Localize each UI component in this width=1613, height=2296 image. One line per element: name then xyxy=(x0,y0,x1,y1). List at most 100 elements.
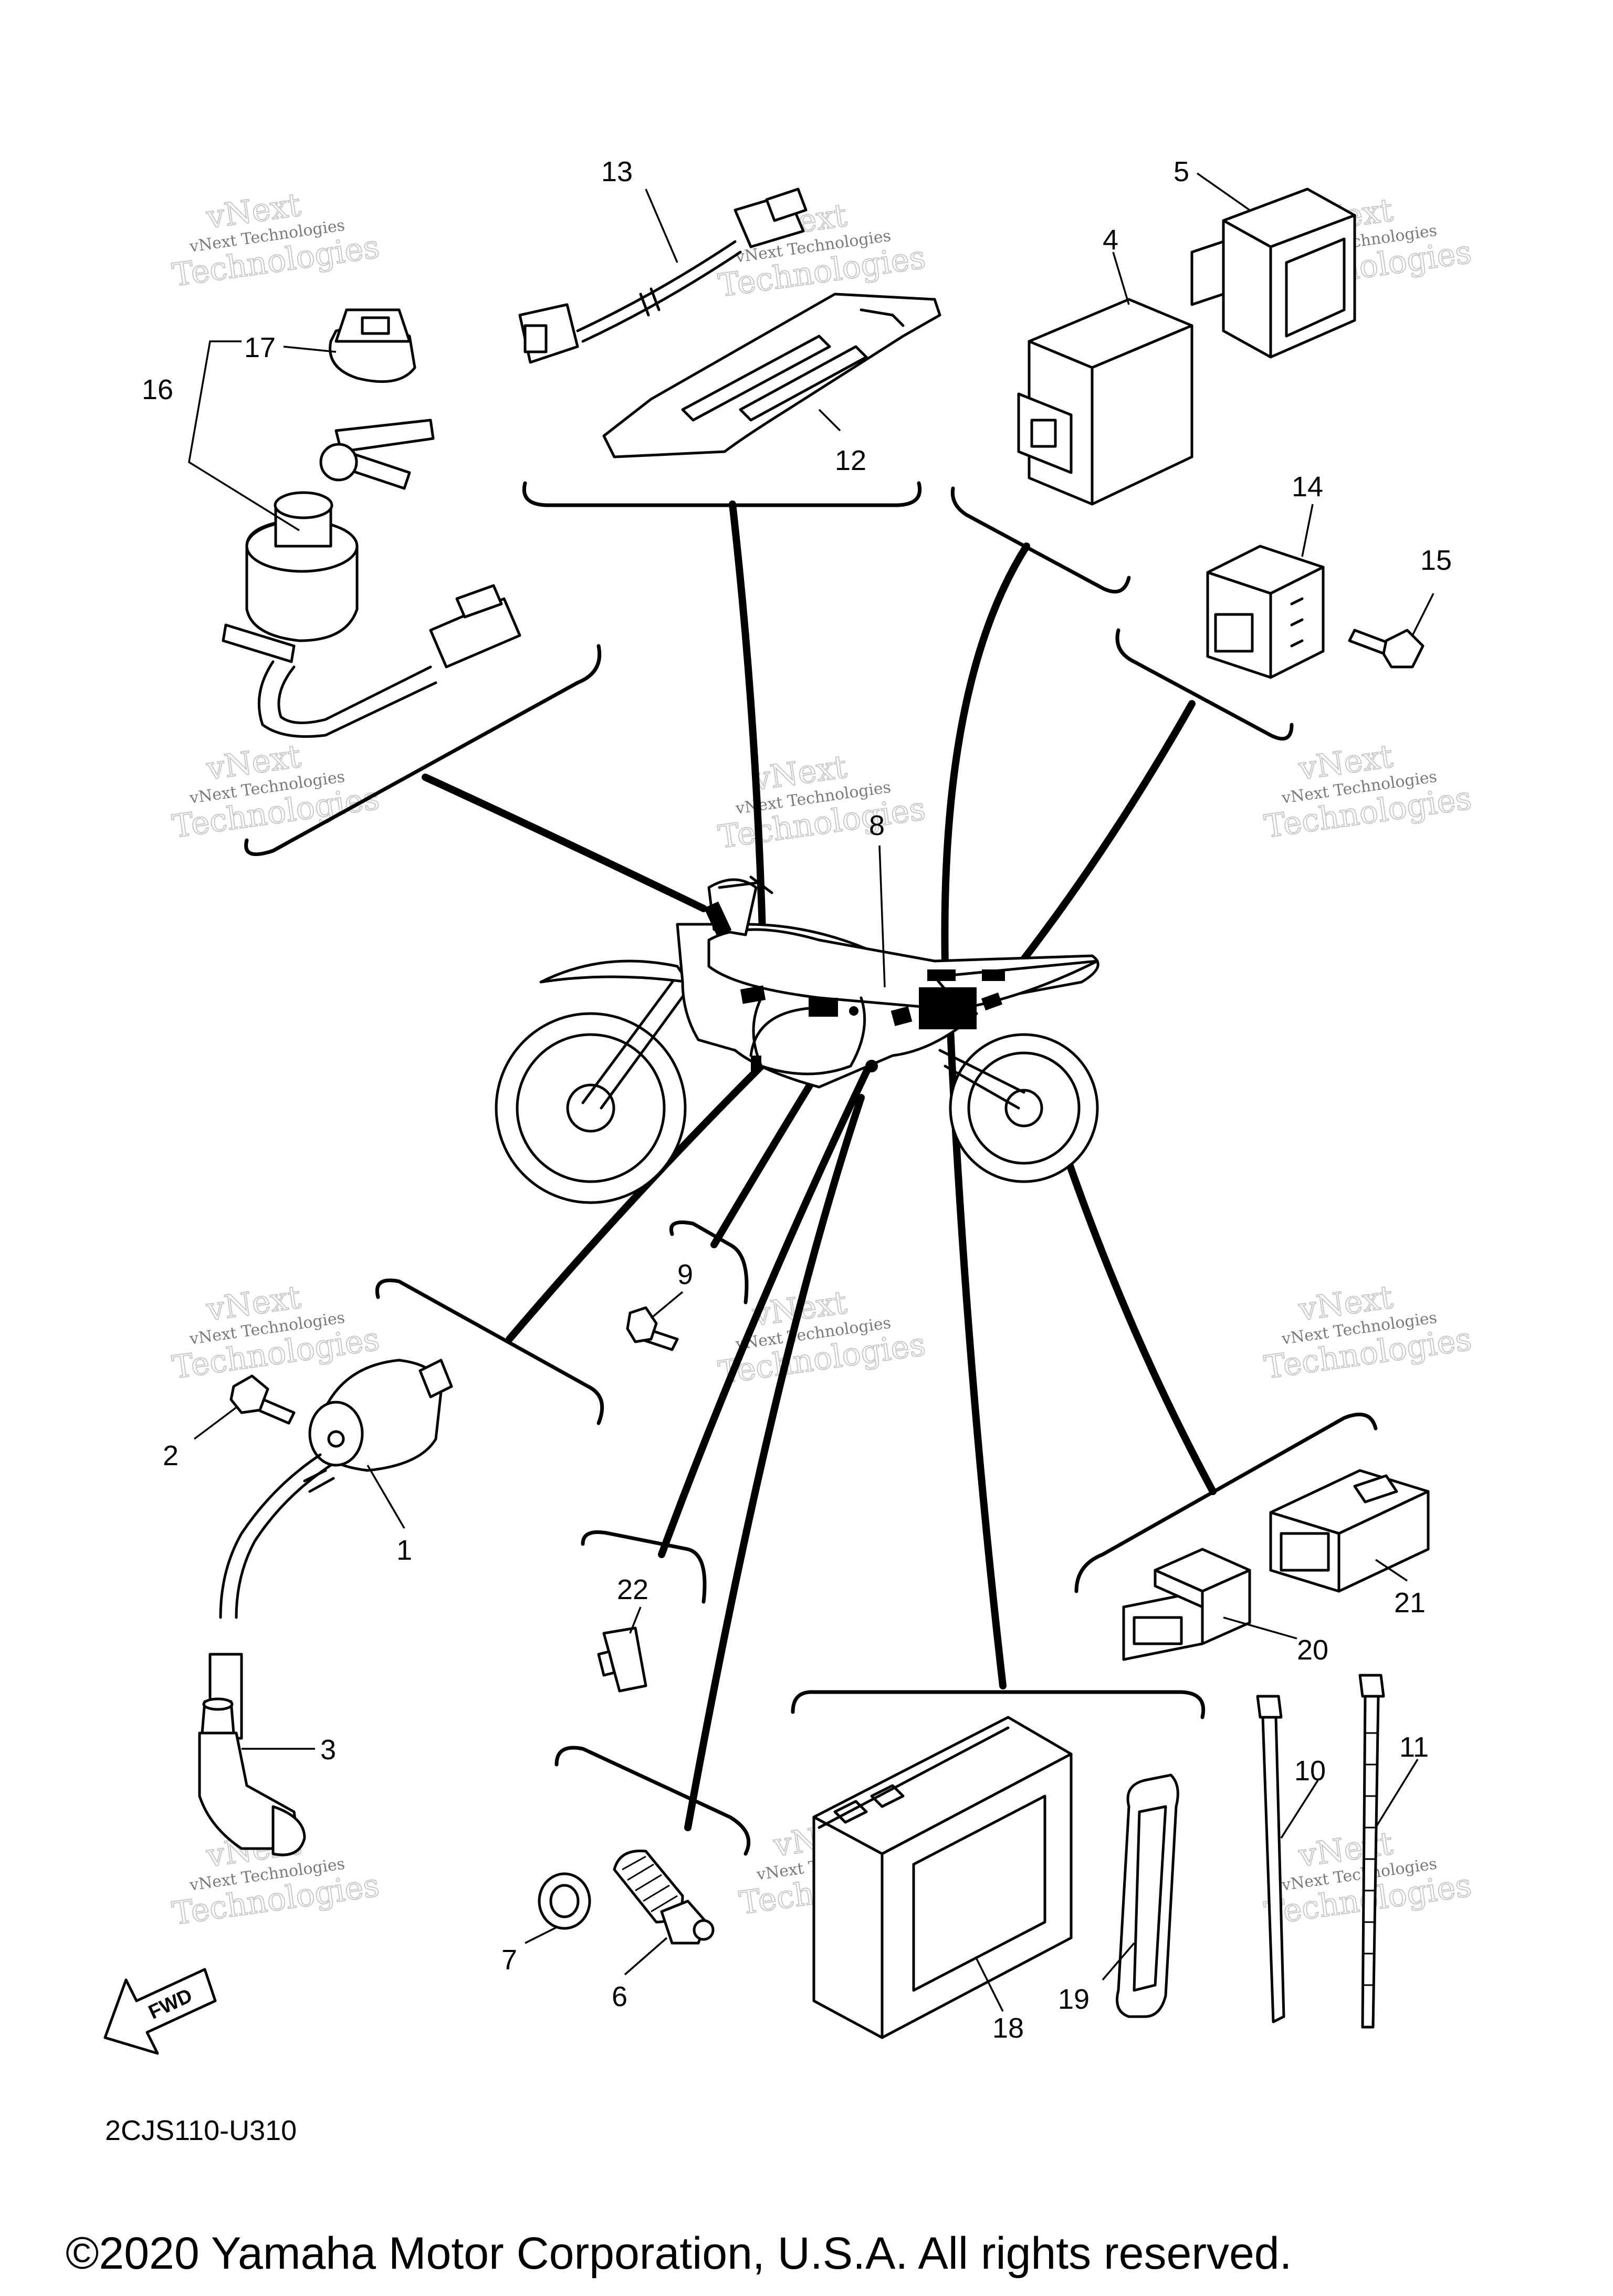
bracket-18 xyxy=(791,1690,1206,1719)
part-bolt-15 xyxy=(1348,629,1425,669)
battery-front xyxy=(812,1815,884,2039)
harness-coupler-right-top xyxy=(765,187,808,222)
leader-15 xyxy=(1411,593,1434,636)
part-coupler-20 xyxy=(1122,1548,1251,1661)
callout-1: 1 xyxy=(396,1535,412,1566)
leader-16 xyxy=(188,340,300,531)
rear-rim xyxy=(967,1051,1081,1165)
bracket-22 xyxy=(581,1530,707,1604)
watermark: vNext vNext Technologies Technologies xyxy=(716,196,928,305)
leader-17 xyxy=(283,346,337,353)
part-bolt-9 xyxy=(626,1306,679,1351)
leader-5 xyxy=(1196,172,1251,211)
sensor-thread-lines xyxy=(622,1855,678,1913)
connecting-wires xyxy=(422,500,1217,1831)
bracket-20 xyxy=(1074,1412,1378,1593)
leader-9 xyxy=(650,1291,684,1319)
fwd-arrow-icon: FWD xyxy=(103,1968,217,2055)
handlebar-grip xyxy=(718,875,773,894)
bracket-6 xyxy=(554,1746,751,1856)
part-sensor-6 xyxy=(613,1849,715,1945)
part-bolt-2 xyxy=(229,1374,296,1425)
tie-11-head xyxy=(1358,1674,1385,1698)
leader-18 xyxy=(976,1958,1004,2012)
wire-clip-22 xyxy=(658,1057,875,1558)
bracket-14 xyxy=(1115,628,1294,741)
wire-sensor xyxy=(684,1094,865,1831)
callout-19: 19 xyxy=(1058,1984,1090,2015)
leader-22 xyxy=(629,1606,642,1634)
part-marker-bolt xyxy=(849,1006,858,1016)
motorcycle-icon xyxy=(495,875,1099,1204)
part-ignition-switch xyxy=(222,308,521,738)
cdi-connector-face xyxy=(1030,419,1057,448)
part-cable-tie-11 xyxy=(1358,1674,1385,2029)
leader-2 xyxy=(193,1406,237,1440)
leader-12 xyxy=(818,409,841,432)
switch-clamp xyxy=(222,623,296,663)
coupler-20-side xyxy=(1201,1569,1251,1645)
bracket-9 xyxy=(669,1220,749,1304)
cap-slot xyxy=(361,316,390,335)
switch-coupler-top xyxy=(455,584,503,619)
part-marker-regulator xyxy=(927,969,956,981)
tie-10-strap xyxy=(1261,1716,1285,2023)
callout-2: 2 xyxy=(163,1440,179,1471)
callout-15: 15 xyxy=(1420,545,1452,576)
switch-barrel-top xyxy=(274,491,333,519)
callout-numbers: 13 12 5 4 14 15 17 16 8 9 2 1 3 22 7 6 1… xyxy=(142,156,1452,2044)
battery-rim xyxy=(818,1726,1010,1829)
key-ring xyxy=(319,443,358,482)
rear-swingarm xyxy=(938,1049,1025,1110)
leader-7 xyxy=(525,1926,557,1944)
harness-tray-hook xyxy=(860,308,905,327)
callout-22: 22 xyxy=(617,1574,648,1605)
leader-1 xyxy=(366,1465,405,1529)
part-cable-tie-10 xyxy=(1256,1695,1285,2023)
callout-10: 10 xyxy=(1294,1755,1326,1787)
callout-20: 20 xyxy=(1297,1634,1328,1666)
bracket-12 xyxy=(522,481,921,507)
battery-side xyxy=(881,1752,1073,2039)
harness-break xyxy=(639,287,661,317)
sensor-terminal xyxy=(693,1919,715,1941)
diagram-code: 2CJS110-U310 xyxy=(105,2115,297,2146)
wire-ignition-switch xyxy=(422,774,707,912)
harness-tray-slot-2 xyxy=(739,345,868,422)
relay-socket xyxy=(1214,613,1254,653)
callout-8: 8 xyxy=(869,810,885,841)
front-hub xyxy=(566,1083,615,1133)
fwd-arrow-shape xyxy=(103,1968,217,2055)
part-relay xyxy=(1206,545,1325,679)
leader-8 xyxy=(878,845,886,988)
leader-6 xyxy=(624,1937,668,1976)
cover-opening xyxy=(1285,237,1346,338)
part-marker-fuse xyxy=(982,969,1005,981)
coil-lead-sleeve xyxy=(303,1469,335,1493)
part-marker-sensor xyxy=(865,1060,878,1072)
wire-harness xyxy=(729,500,768,996)
wire-ignition-coil xyxy=(506,1062,765,1343)
callout-9: 9 xyxy=(677,1259,693,1290)
leader-13 xyxy=(645,189,678,263)
relay-ribs xyxy=(1290,597,1304,648)
part-coupler-21 xyxy=(1269,1469,1430,1593)
front-fender xyxy=(539,959,689,984)
watermark: vNext vNext Technologies Technologies xyxy=(716,1283,928,1392)
brackets xyxy=(244,481,1378,1856)
battery-terminal-pos xyxy=(870,1784,905,1808)
band-inner xyxy=(1133,1805,1167,1992)
engine-outline xyxy=(752,996,866,1076)
battery-label xyxy=(912,1794,1046,1992)
coil-lead xyxy=(219,1453,322,1619)
part-clip-22 xyxy=(597,1626,647,1693)
part-wire-harness xyxy=(518,187,941,458)
leader-20 xyxy=(1223,1616,1297,1640)
bolt-2-head xyxy=(229,1374,269,1414)
part-cdi-cover xyxy=(1190,187,1356,359)
bolt-15-head xyxy=(1382,629,1425,669)
coupler-21-socket xyxy=(1280,1532,1330,1572)
part-marker-coil xyxy=(751,1056,761,1071)
key-1 xyxy=(334,419,435,453)
